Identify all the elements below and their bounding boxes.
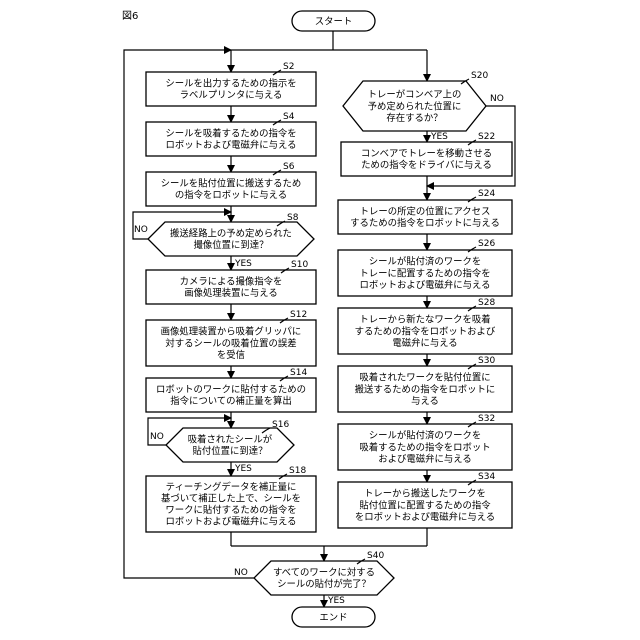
step-label: S16 <box>272 420 289 430</box>
step-label: S26 <box>478 239 495 249</box>
node-s30: 吸着されたワークを貼付位置に搬送するための指令をロボットに与える <box>338 366 512 412</box>
node-text-line: シールの貼付が完了？ <box>277 578 371 590</box>
node-text-line: 貼付位置に配置するための指令 <box>359 499 491 511</box>
node-s16: 吸着されたシールが貼付位置に到達？ <box>166 428 294 462</box>
step-label: S8 <box>287 213 299 223</box>
flow-nodes: スタートシールを出力するための指示をラベルプリンタに与えるシールを吸着するための… <box>146 11 512 627</box>
step-label: S4 <box>283 112 295 122</box>
node-text-line: トレーの所定の位置にアクセス <box>360 206 491 218</box>
node-text-line: ロボットのワークに貼付するための <box>156 384 306 396</box>
node-text-line: ロボットおよび電磁弁に与える <box>166 516 297 528</box>
node-text-line: 存在するか？ <box>386 112 442 124</box>
node-text-line: ための指令をドライバに与える <box>361 159 492 171</box>
node-text-line: 搬送経路上の予め定められた <box>170 228 292 240</box>
step-label: S22 <box>478 132 495 142</box>
node-text-line: シールが貼付済のワークを <box>369 256 482 268</box>
node-text-line: エンド <box>319 612 347 623</box>
step-label: S6 <box>283 162 295 172</box>
node-s26: シールが貼付済のワークをトレーに配置するための指令をロボットおよび電磁弁に与える <box>338 250 512 296</box>
node-text-line: ティーチングデータを補正量に <box>166 481 297 493</box>
no-label-s20: NO <box>490 94 504 104</box>
node-text-line: 吸着するための指令をロボット <box>359 441 490 453</box>
step-label: S24 <box>478 189 495 199</box>
yes-label-s20: YES <box>430 132 448 142</box>
node-text-line: シールを出力するための指示を <box>165 78 296 90</box>
node-s8: 搬送経路上の予め定められた撮像位置に到達？ <box>148 222 314 256</box>
node-s24: トレーの所定の位置にアクセスするための指令をロボットに与える <box>338 200 512 234</box>
node-end: エンド <box>292 607 375 627</box>
no-label-s8: NO <box>134 225 148 235</box>
step-label: S2 <box>283 62 294 72</box>
step-label: S20 <box>471 71 488 81</box>
node-s20: トレーがコンベア上の予め定められた位置に存在するか？ <box>343 81 486 131</box>
step-label: S32 <box>478 414 495 424</box>
node-text-line: 撮像位置に到達？ <box>193 239 268 251</box>
node-s28: トレーから新たなワークを吸着するための指令をロボットおよび電磁弁に与える <box>338 308 512 354</box>
node-text-line: ラベルプリンタに与える <box>180 90 283 101</box>
node-text-line: 指令についての補正量を算出 <box>170 395 292 407</box>
node-text-line: ロボットおよび電磁弁に与える <box>166 139 297 151</box>
node-text-line: 貼付位置に到達？ <box>192 445 267 457</box>
node-text-line: コンベアでトレーを移動させる <box>361 148 492 160</box>
node-s14: ロボットのワークに貼付するための指令についての補正量を算出 <box>146 378 316 412</box>
node-text-line: 基づいて補正した上で、シールを <box>161 493 301 505</box>
node-text-line: および電磁弁に与える <box>378 453 471 465</box>
step-label: S28 <box>478 298 495 308</box>
node-text-line: すべてのワークに対する <box>273 567 375 579</box>
step-label: S12 <box>290 310 307 320</box>
node-text-line: を受信 <box>217 349 245 361</box>
node-s22: コンベアでトレーを移動させるための指令をドライバに与える <box>341 142 512 176</box>
step-label: S30 <box>478 356 495 366</box>
step-label: S40 <box>367 551 384 561</box>
node-s4: シールを吸着するための指令をロボットおよび電磁弁に与える <box>146 122 316 156</box>
node-s40: すべてのワークに対するシールの貼付が完了？ <box>254 561 394 595</box>
node-text-line: をロボットおよび電磁弁に与える <box>355 511 495 523</box>
node-text-line: の指令をロボットに与える <box>175 189 287 201</box>
node-text-line: シールが貼付済のワークを <box>369 430 482 442</box>
node-text-line: 電磁弁に与える <box>392 337 457 349</box>
node-text-line: シールを貼付位置に搬送するため <box>161 178 302 190</box>
node-text-line: ワークに貼付するための指令を <box>165 504 296 516</box>
node-s32: シールが貼付済のワークを吸着するための指令をロボットおよび電磁弁に与える <box>338 424 512 470</box>
node-text-line: 画像処理装置から吸着グリッパに <box>161 326 302 338</box>
node-s12: 画像処理装置から吸着グリッパに対するシールの吸着位置の誤差を受信 <box>146 320 316 366</box>
node-text-line: シールを吸着するための指令を <box>165 128 296 140</box>
node-s18: ティーチングデータを補正量に基づいて補正した上で、シールをワークに貼付するための… <box>146 476 316 532</box>
node-text-line: トレーに配置するための指令を <box>359 267 490 279</box>
node-text-line: 対するシールの吸着位置の誤差 <box>165 337 296 349</box>
node-text-line: トレーがコンベア上の <box>368 89 462 101</box>
node-start: スタート <box>292 11 375 31</box>
node-s10: カメラによる撮像指令を画像処理装置に与える <box>146 270 316 304</box>
node-s34: トレーから搬送したワークを貼付位置に配置するための指令をロボットおよび電磁弁に与… <box>338 482 512 528</box>
node-text-line: ロボットおよび電磁弁に与える <box>360 279 491 291</box>
node-text-line: 搬送するための指令をロボットに <box>355 383 496 395</box>
yes-label-s8: YES <box>234 259 252 269</box>
no-label-s16: NO <box>150 432 164 442</box>
node-s6: シールを貼付位置に搬送するための指令をロボットに与える <box>146 172 316 206</box>
node-text-line: トレーから新たなワークを吸着 <box>359 314 490 326</box>
node-text-line: 吸着されたワークを貼付位置に <box>359 372 490 384</box>
step-label: S10 <box>291 260 308 270</box>
node-text-line: 画像処理装置に与える <box>184 287 277 299</box>
node-text-line: するための指令をロボットに与える <box>350 217 500 229</box>
step-label: S18 <box>289 466 306 476</box>
step-label: S34 <box>478 472 495 482</box>
node-text-line: するための指令をロボットおよび <box>355 325 496 337</box>
node-s2: シールを出力するための指示をラベルプリンタに与える <box>146 72 316 106</box>
node-text-line: スタート <box>315 16 353 27</box>
node-text-line: トレーから搬送したワークを <box>364 488 486 500</box>
yes-label-s40: YES <box>327 596 345 606</box>
node-text-line: 予め定められた位置に <box>368 100 462 112</box>
node-text-line: カメラによる撮像指令を <box>180 276 283 288</box>
node-text-line: 吸着されたシールが <box>188 434 273 446</box>
step-label: S14 <box>290 368 307 378</box>
no-label-s40: NO <box>234 568 248 578</box>
yes-label-s16: YES <box>234 464 252 474</box>
node-text-line: 与える <box>411 396 439 407</box>
